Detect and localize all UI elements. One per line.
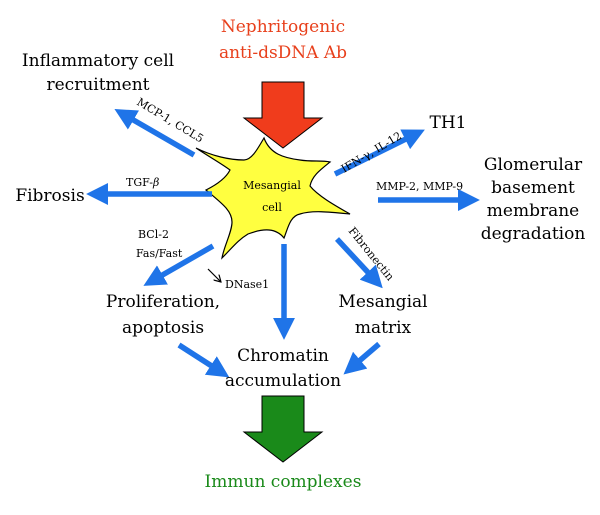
outcome-th1: TH1 — [430, 113, 467, 133]
mediator-mmp: MMP-2, MMP-9 — [376, 180, 463, 193]
arrow-to-inflammatory — [114, 109, 196, 158]
outcome-chromatin-line2: accumulation — [225, 371, 341, 391]
arrow-to-th1 — [333, 129, 425, 177]
arrow-to-matrix — [334, 237, 383, 289]
arrow-prolif-to-chromatin — [177, 342, 230, 378]
outcome-matrix-line1: Mesangial — [338, 292, 427, 312]
mediator-bcl: BCl-2 — [138, 228, 169, 241]
dnase-inhibition-arrow — [207, 268, 221, 282]
mediator-tgf: TGF-β — [126, 176, 159, 189]
mediator-fas: Fas/Fast — [136, 247, 183, 260]
outcome-gbm-line3: membrane — [487, 201, 579, 221]
mediator-dnase: DNase1 — [225, 278, 269, 291]
cell-label-line1: Mesangial — [243, 179, 301, 192]
outcome-matrix-line2: matrix — [355, 318, 412, 338]
outcome-proliferation-line2: apoptosis — [122, 318, 204, 338]
mediator-ifn: IFN-γ, IL-12 — [339, 129, 404, 175]
outcome-inflammatory-line2: recruitment — [46, 75, 149, 95]
outcome-chromatin-line1: Chromatin — [237, 346, 329, 366]
mediator-tgf-prefix: TGF- — [126, 176, 153, 189]
source-label-line1: Nephritogenic — [221, 17, 345, 37]
outcome-gbm-line2: basement — [491, 178, 575, 198]
outcome-inflammatory-line1: Inflammatory cell — [22, 51, 174, 71]
mediator-mcp: MCP-1, CCL5 — [134, 95, 205, 145]
mesangial-cell — [195, 136, 351, 260]
outcome-proliferation-line1: Proliferation, — [106, 292, 220, 312]
cell-label-line2: cell — [262, 201, 282, 214]
outcome-immune: Immun complexes — [205, 472, 362, 492]
arrow-matrix-to-chromatin — [343, 341, 381, 375]
arrow-to-proliferation — [143, 243, 215, 286]
outcome-gbm-line1: Glomerular — [484, 155, 583, 175]
outcome-gbm-line4: degradation — [481, 224, 586, 244]
outcome-fibrosis: Fibrosis — [15, 186, 84, 206]
mediator-tgf-symbol: β — [152, 176, 159, 189]
source-label-line2: anti-dsDNA Ab — [219, 43, 347, 63]
antibody-arrow — [242, 81, 324, 149]
immune-complex-arrow — [242, 395, 324, 463]
